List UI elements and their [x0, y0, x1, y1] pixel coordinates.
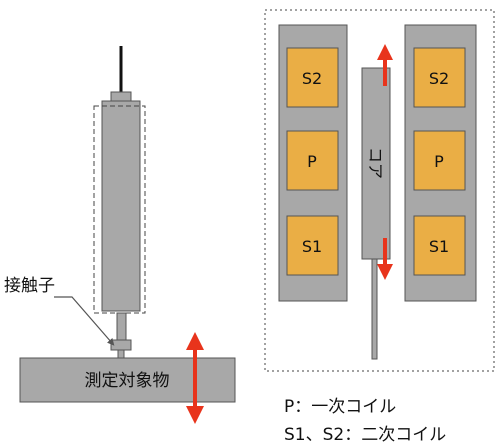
core-motion-arrow-up — [377, 44, 393, 86]
coil-p-right-label: P — [434, 152, 444, 171]
coil-s1-left-label: S1 — [302, 237, 322, 256]
legend-secondary: S1、S2：二次コイル — [284, 425, 447, 445]
coil-p-left-label: P — [307, 152, 317, 171]
sensor-body — [101, 100, 141, 312]
coil-s2-left — [286, 47, 339, 108]
coil-s2-right — [413, 47, 466, 108]
contact-stem — [117, 349, 125, 359]
coil-p-right — [413, 130, 466, 191]
sensor-top-cap — [110, 91, 132, 102]
coil-s2-left-label: S2 — [302, 69, 322, 88]
contact-tip — [110, 339, 132, 351]
core-body — [361, 67, 391, 260]
coil-stack-left: S2 P S1 — [278, 24, 348, 302]
measured-object: 測定対象物 — [19, 357, 236, 403]
sensor-side-view: 接触子 — [4, 46, 146, 359]
sensor-shaft — [116, 312, 127, 341]
coil-s1-right-label: S1 — [429, 237, 449, 256]
contact-tip-label: 接触子 — [4, 276, 55, 296]
legend-primary: P：一次コイル — [284, 397, 397, 417]
coil-s2-right-label: S2 — [429, 69, 449, 88]
measured-object-block — [19, 357, 236, 403]
core-rod — [371, 258, 378, 360]
core-motion-arrow-down — [377, 238, 393, 280]
coil-s1-left — [286, 215, 339, 276]
coil-s1-right — [413, 215, 466, 276]
coil-stack-right: S2 P S1 — [404, 24, 477, 302]
contact-tip-leader — [54, 296, 115, 346]
measured-object-label: 測定対象物 — [85, 371, 170, 391]
core: コア — [361, 67, 391, 360]
coil-p-left — [286, 130, 339, 191]
object-motion-arrow — [186, 332, 204, 424]
core-label: コア — [366, 147, 385, 179]
